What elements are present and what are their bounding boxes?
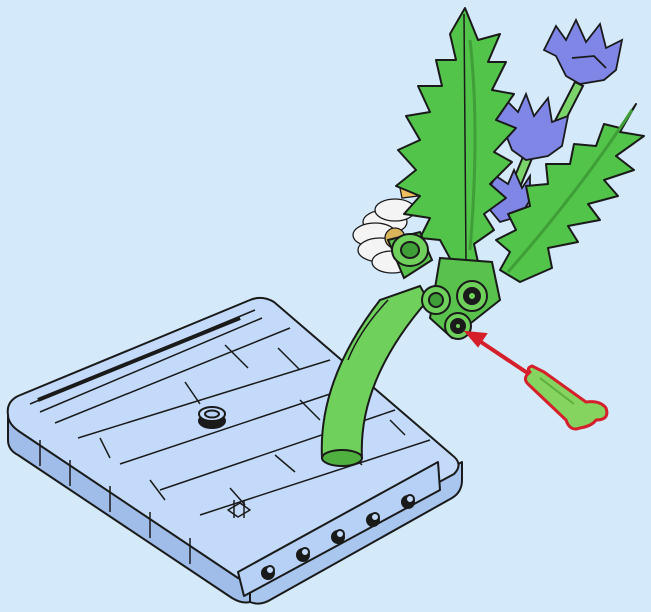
bone-stem-piece <box>525 366 606 429</box>
fern-leaf <box>396 8 516 262</box>
cornflower <box>544 20 622 84</box>
stud <box>199 407 225 428</box>
insert-arrow <box>466 332 535 378</box>
